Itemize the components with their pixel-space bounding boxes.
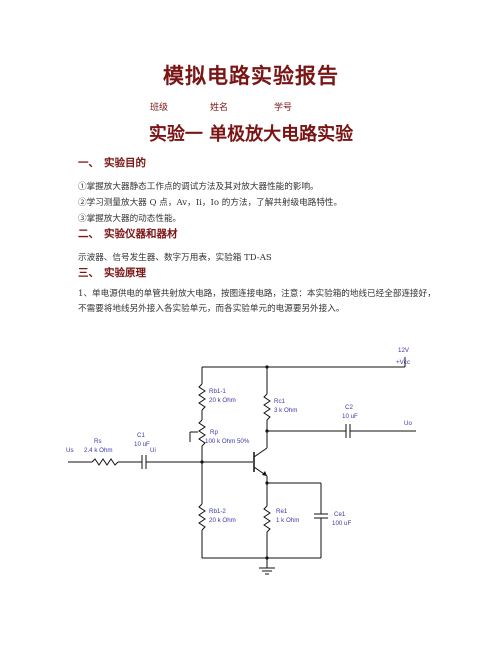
purpose-item-3: ③掌握放大器的动态性能。 [78, 214, 182, 224]
rb1-2-name: Rb1-2 [209, 508, 226, 515]
junction-dot [265, 365, 269, 369]
rb1-1-value: 20 k Ohm [209, 397, 236, 404]
purpose-item-2: ②学习测量放大器 Q 点，Av，Ii，Io 的方法，了解共射级电路特性。 [78, 198, 343, 208]
principle-paragraph: 1、单电源供电的单管共射放大电路，按图连接电路，注意：本实验箱的地线已经全部连接… [78, 289, 436, 314]
name-label: 姓名 [210, 103, 229, 113]
class-label: 班级 [150, 103, 169, 113]
rb1-2-resistor [198, 503, 206, 531]
c1-name: C1 [137, 432, 145, 439]
rs-value: 2.4 k Ohm [84, 447, 113, 454]
vcc-value-label: 12V [398, 347, 410, 354]
rp-potentiometer [198, 419, 206, 447]
experiment-title: 实验一 单极放大电路实验 [148, 124, 354, 145]
ce1-value: 100 uF [332, 520, 351, 527]
re1-value: 1 k Ohm [276, 517, 299, 524]
junction-dot [265, 556, 269, 560]
section-title: 实验仪器和器材 [104, 228, 178, 240]
emitter-arrow [262, 471, 267, 476]
rc1-value: 3 k Ohm [274, 407, 297, 414]
c2-value: 10 uF [342, 413, 358, 420]
purpose-item-1: ①掌握放大器静态工作点的调试方法及其对放大器性能的影响。 [78, 182, 319, 192]
c2-name: C2 [345, 404, 353, 411]
junction-dot [265, 429, 269, 433]
re1-resistor [263, 505, 271, 533]
section-number: 二、 [78, 228, 99, 240]
re1-name: Re1 [276, 508, 288, 515]
vcc-label: +Vcc [396, 359, 410, 366]
uo-label: Uo [404, 420, 412, 427]
section-heading-purpose: 一、实验目的 [78, 155, 146, 170]
ui-label: Ui [150, 447, 156, 454]
rs-name: Rs [94, 438, 102, 445]
rp-value: 100 k Ohm 50% [205, 438, 250, 445]
equipment-item: 示波器、信号发生器、数字万用表，实验箱 TD-AS [78, 253, 272, 263]
us-label: Us [66, 447, 74, 454]
section-title: 实验原理 [104, 267, 146, 279]
rb1-1-name: Rb1-1 [209, 388, 226, 395]
rp-name: Rp [210, 429, 218, 436]
rc1-name: Rc1 [274, 398, 286, 405]
section-number: 一、 [78, 157, 99, 169]
rs-resistor [91, 458, 119, 466]
amplifier-circuit-diagram: 12V +Vcc Rb1-1 20 k Ohm Rc1 3 k Ohm C2 1… [66, 347, 416, 575]
junction-dot [200, 460, 204, 464]
report-title: 模拟电路实验报告 [163, 63, 339, 88]
section-heading-principle: 三、实验原理 [78, 265, 146, 280]
section-title: 实验目的 [104, 157, 146, 169]
section-number: 三、 [78, 267, 99, 279]
junction-dot [265, 481, 269, 485]
section-heading-equipment: 二、实验仪器和器材 [78, 226, 178, 241]
c1-value: 10 uF [134, 441, 150, 448]
rb1-2-value: 20 k Ohm [209, 517, 236, 524]
student-id-label: 学号 [274, 103, 293, 113]
ce1-name: Ce1 [334, 511, 346, 518]
rb1-1-resistor [198, 383, 206, 411]
transistor-collector-leg [253, 447, 268, 458]
rc1-resistor [263, 393, 271, 421]
